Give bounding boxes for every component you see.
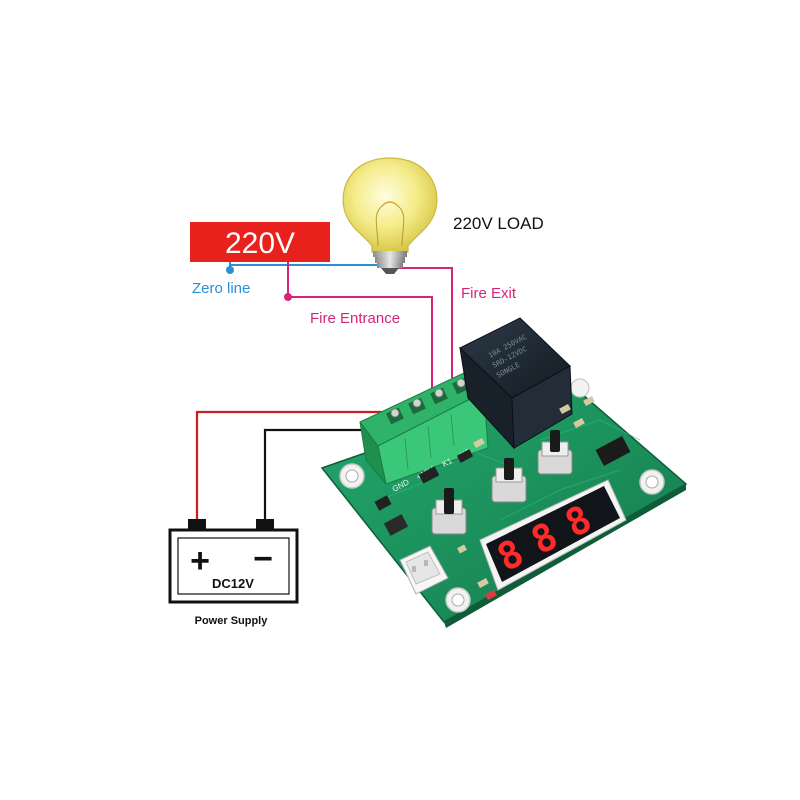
mounting-holes [339,378,665,613]
push-buttons [431,430,573,535]
battery-icon: + − DC12V [168,519,299,604]
mains-voltage-text: 220V [225,227,295,260]
zero-line-label: Zero line [192,280,250,297]
zero-line-wire [229,264,392,270]
seven-segment-display-icon: 8 8 8 [479,479,627,591]
push-button-2 [491,458,527,503]
terminal-label-k1: K1 [441,456,454,469]
push-button-3 [537,430,573,475]
light-bulb-icon [342,157,438,274]
terminal-block [359,371,489,485]
fire-entrance-wire [287,262,433,392]
fire-entrance-label: Fire Entrance [310,310,400,327]
small-components [374,396,631,600]
power-supply-label: Power Supply [195,615,269,627]
load-label: 220V LOAD [453,214,544,233]
fire-exit-label: Fire Exit [461,285,517,302]
sensor-connector [399,545,449,595]
battery-voltage-text: DC12V [212,576,254,591]
battery-minus: − [253,540,273,578]
mains-220v-box: 220V [190,222,330,262]
relay-icon: 10A 250VAC SRD-12VDC SONGLE [459,317,573,450]
thermostat-module: GND +12V K1 K0 10A 250VAC SRD-12VDC SONG… [320,317,688,628]
fire-exit-wire [398,267,453,378]
fire-entrance-junction [284,293,292,301]
battery-plus: + [190,542,210,580]
push-button-1 [431,488,467,535]
dc-positive-wire [195,410,405,520]
dc-negative-wire [263,428,372,520]
